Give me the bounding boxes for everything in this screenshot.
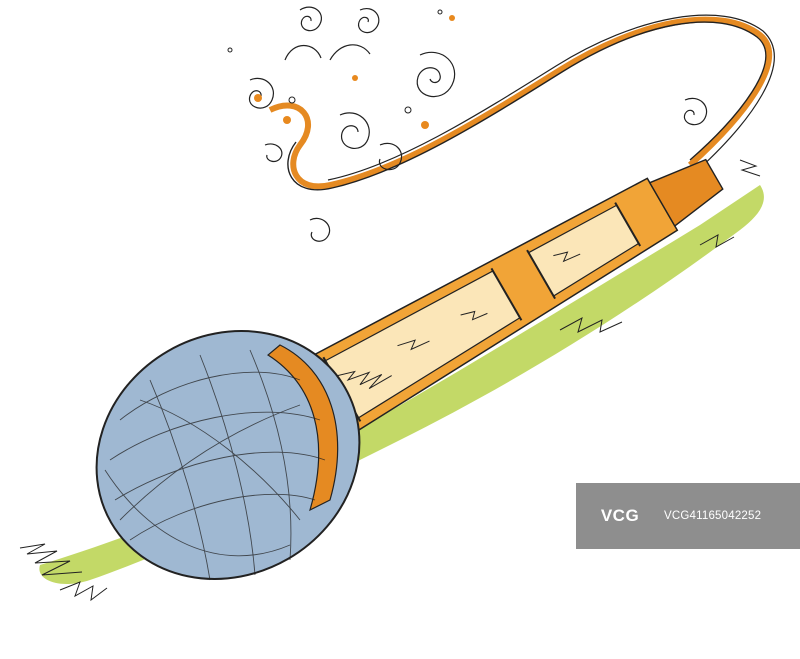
decorative-swirls <box>248 6 708 242</box>
watermark-badge: VCG VCG41165042252 <box>576 483 800 549</box>
decorative-dots <box>227 9 455 129</box>
cable <box>268 14 775 191</box>
vcg-logo-text: VCG <box>600 506 640 525</box>
vcg-logo: VCG <box>576 483 664 549</box>
microphone-handle <box>283 158 724 450</box>
watermark-image-id: VCG41165042252 <box>664 510 762 522</box>
microphone-grille <box>95 330 361 581</box>
